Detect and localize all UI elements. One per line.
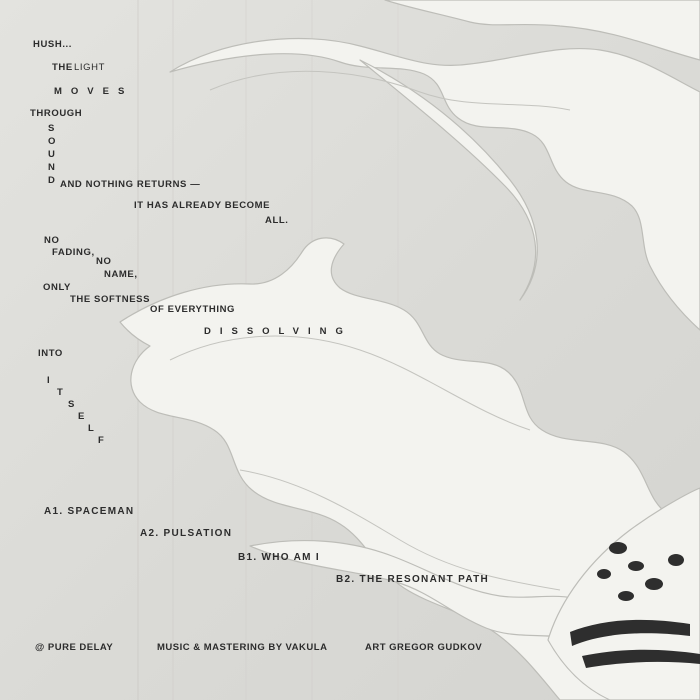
inner-contour-1 — [209, 70, 571, 111]
poem-already-become: IT HAS ALREADY BECOME — [134, 200, 271, 211]
spaceship-detail — [570, 542, 700, 668]
poem-itself-i: I — [47, 375, 51, 386]
poem-sound-n: N — [48, 162, 56, 173]
poem-sound-s: S — [48, 123, 55, 134]
poem-the: THE — [52, 62, 73, 73]
poem-name: NAME, — [104, 269, 138, 280]
credit-label: @ PURE DELAY — [35, 642, 114, 653]
middle-cloud-shape — [119, 237, 700, 700]
poem-sound-u: U — [48, 149, 56, 160]
poem-sound-o: O — [48, 136, 56, 147]
poem-itself-s: S — [68, 399, 75, 410]
poem-light: LIGHT — [74, 62, 105, 73]
poem-fading: FADING, — [52, 247, 95, 258]
track-a1: A1. SPACEMAN — [44, 506, 135, 517]
poem-dissolving: DISSOLVING — [204, 326, 352, 337]
poem-itself-e: E — [78, 411, 85, 422]
poem-softness: THE SOFTNESS — [70, 294, 151, 305]
poem-all: ALL. — [265, 215, 289, 226]
track-b2: B2. THE RESONANT PATH — [336, 574, 490, 585]
poem-itself-t: T — [57, 387, 64, 398]
poem-itself-f: F — [98, 435, 105, 446]
credit-music: MUSIC & MASTERING BY VAKULA — [157, 642, 328, 653]
poem-only: ONLY — [43, 282, 71, 293]
track-a2: A2. PULSATION — [140, 528, 233, 539]
poem-moves: MOVES — [54, 86, 134, 97]
poem-itself-l: L — [88, 423, 95, 434]
poem-through: THROUGH — [30, 108, 83, 119]
track-b1: B1. WHO AM I — [238, 552, 320, 563]
inner-contour-2 — [169, 335, 531, 431]
poem-of-everything: OF EVERYTHING — [150, 304, 236, 315]
poem-nothing-returns: AND NOTHING RETURNS — — [60, 179, 201, 190]
tendril-shape — [359, 59, 538, 301]
poem-into: INTO — [38, 348, 63, 359]
upper-sweep-shape — [169, 37, 700, 331]
poem-no-2: NO — [96, 256, 112, 267]
credit-art: ART GREGOR GUDKOV — [365, 642, 483, 653]
poem-sound-d: D — [48, 175, 56, 186]
top-blade-shape — [384, 0, 700, 61]
inner-contour-3 — [239, 469, 561, 591]
poem-no-1: NO — [44, 235, 60, 246]
poem-hush: HUSH... — [33, 39, 73, 50]
